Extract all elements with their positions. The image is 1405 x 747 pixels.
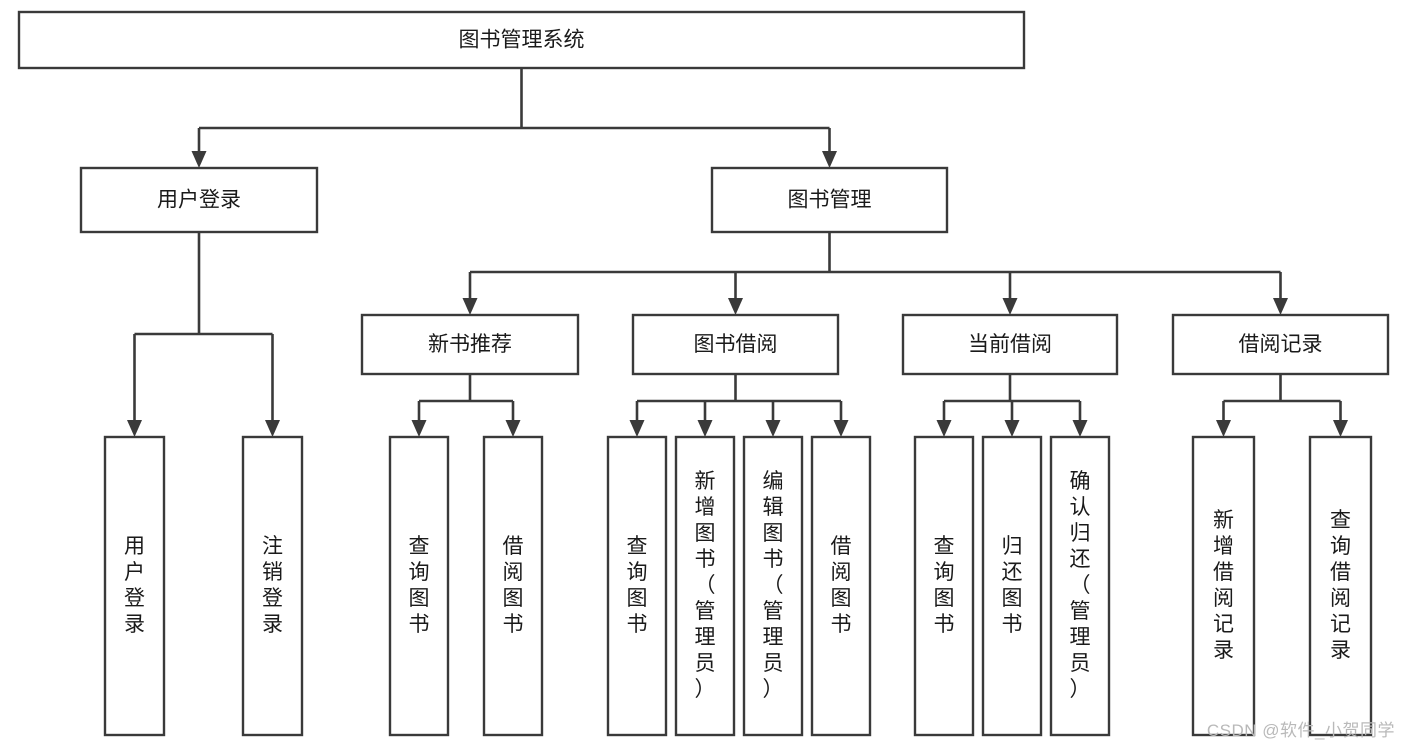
node-box [1171, 313, 1390, 376]
node-leaf-user-login[interactable]: 用户登录 [103, 435, 166, 737]
node-leaf-return-book[interactable]: 归还图书 [981, 435, 1043, 737]
node-leaf-query-book-b[interactable]: 查询图书 [606, 435, 668, 737]
node-leaf-query-book-c[interactable]: 查询图书 [913, 435, 975, 737]
node-box [79, 166, 319, 234]
arrow-head-icon [1072, 420, 1088, 437]
arrow-head-icon [1333, 420, 1348, 437]
node-label: 用户登录 [124, 535, 145, 636]
edge-group-root [191, 68, 837, 168]
arrow-head-icon [127, 420, 142, 437]
node-leaf-borrow-book-b[interactable]: 借阅图书 [810, 435, 872, 737]
edge-group-book-manage [462, 232, 1288, 315]
node-label: 注销登录 [262, 535, 283, 636]
node-label: 查询图书 [409, 535, 430, 636]
node-label: 用户登录 [157, 189, 241, 212]
arrow-head-icon [1273, 298, 1288, 315]
node-box [482, 435, 544, 737]
node-borrow-record[interactable]: 借阅记录 [1171, 313, 1390, 376]
node-box [388, 435, 450, 737]
node-book-manage[interactable]: 图书管理 [710, 166, 949, 234]
node-box [710, 166, 949, 234]
arrow-head-icon [697, 420, 713, 437]
node-box [1049, 435, 1111, 737]
node-label: 当前借阅 [968, 333, 1052, 356]
node-label: 借阅记录 [1239, 333, 1323, 356]
connector-layer [127, 68, 1348, 437]
node-new-book-rec[interactable]: 新书推荐 [360, 313, 580, 376]
node-label: 图书管理 [788, 189, 872, 212]
arrow-head-icon [629, 420, 645, 437]
node-book-borrow[interactable]: 图书借阅 [631, 313, 840, 376]
edge-group-new-book-rec [411, 374, 521, 437]
node-leaf-query-record[interactable]: 查询借阅记录 [1308, 435, 1373, 737]
arrow-head-icon [411, 420, 427, 437]
node-layer: 图书管理系统用户登录图书管理新书推荐图书借阅当前借阅借阅记录用户登录注销登录查询… [17, 10, 1390, 737]
node-box [742, 435, 804, 737]
node-current-borrow[interactable]: 当前借阅 [901, 313, 1119, 376]
arrow-head-icon [191, 151, 207, 168]
node-leaf-logout[interactable]: 注销登录 [241, 435, 304, 737]
arrow-head-icon [1216, 420, 1231, 437]
arrow-head-icon [462, 298, 478, 315]
node-label: 借阅图书 [503, 535, 524, 636]
node-leaf-add-book[interactable]: 新增图书（管理员） [674, 435, 736, 737]
arrow-head-icon [822, 151, 837, 168]
node-box [913, 435, 975, 737]
node-box [241, 435, 304, 737]
node-box [631, 313, 840, 376]
node-label: 查询借阅记录 [1330, 509, 1351, 662]
watermark-text: CSDN @软件_小贺同学 [1206, 721, 1395, 740]
edge-group-current-borrow [936, 374, 1088, 437]
node-leaf-edit-book[interactable]: 编辑图书（管理员） [742, 435, 804, 737]
node-leaf-borrow-book-a[interactable]: 借阅图书 [482, 435, 544, 737]
node-box [17, 10, 1026, 70]
arrow-head-icon [1002, 298, 1018, 315]
node-box [981, 435, 1043, 737]
node-label: 图书借阅 [694, 333, 778, 356]
node-label: 新增图书（管理员） [695, 470, 716, 701]
node-user-login[interactable]: 用户登录 [79, 166, 319, 234]
arrow-head-icon [833, 420, 849, 437]
node-box [810, 435, 872, 737]
arrow-head-icon [505, 420, 521, 437]
arrow-head-icon [728, 298, 743, 315]
node-label: 图书管理系统 [459, 29, 585, 52]
node-leaf-query-book-a[interactable]: 查询图书 [388, 435, 450, 737]
node-label: 确认归还（管理员） [1070, 470, 1091, 701]
node-box [1191, 435, 1256, 737]
edge-group-user-login [127, 232, 280, 437]
edge-group-book-borrow [629, 374, 849, 437]
arrow-head-icon [936, 420, 952, 437]
node-label: 编辑图书（管理员） [763, 470, 784, 701]
arrow-head-icon [265, 420, 280, 437]
node-label: 借阅图书 [831, 535, 852, 636]
node-box [606, 435, 668, 737]
node-label: 查询图书 [627, 535, 648, 636]
arrow-head-icon [765, 420, 781, 437]
edge-group-borrow-record [1216, 374, 1348, 437]
node-leaf-confirm-return[interactable]: 确认归还（管理员） [1049, 435, 1111, 737]
node-box [103, 435, 166, 737]
node-box [360, 313, 580, 376]
node-leaf-add-record[interactable]: 新增借阅记录 [1191, 435, 1256, 737]
node-label: 新书推荐 [428, 333, 512, 356]
node-root[interactable]: 图书管理系统 [17, 10, 1026, 70]
node-label: 查询图书 [934, 535, 955, 636]
node-box [901, 313, 1119, 376]
node-label: 新增借阅记录 [1213, 509, 1234, 662]
arrow-head-icon [1004, 420, 1020, 437]
node-box [1308, 435, 1373, 737]
node-label: 归还图书 [1002, 535, 1023, 636]
node-box [674, 435, 736, 737]
